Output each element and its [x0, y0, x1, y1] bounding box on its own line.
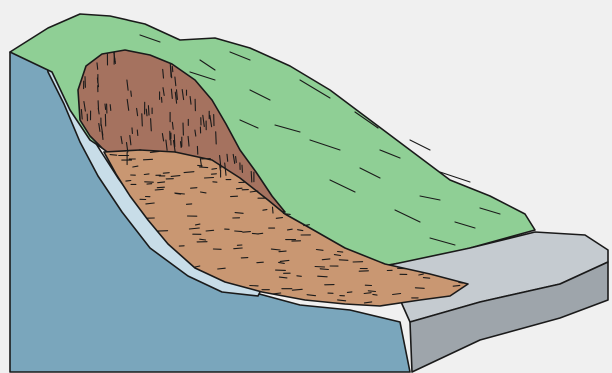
debris-dash	[318, 276, 327, 277]
scarp-hatch	[236, 157, 237, 163]
debris-dash	[459, 283, 463, 284]
debris-dash	[257, 262, 263, 263]
debris-dash	[423, 278, 429, 279]
scarp-hatch	[273, 207, 274, 213]
scarp-hatch	[142, 114, 143, 126]
scarp-hatch	[181, 142, 182, 148]
scarp-hatch	[151, 119, 152, 131]
debris-dash	[126, 181, 131, 182]
scarp-hatch	[174, 135, 175, 147]
debris-dash	[252, 233, 258, 234]
scarp-hatch	[105, 104, 106, 109]
scarp-hatch	[227, 154, 228, 161]
debris-dash	[415, 288, 424, 289]
debris-dash	[110, 155, 117, 156]
scarp-hatch	[148, 106, 149, 115]
grass-contour	[410, 140, 430, 150]
debris-dash	[276, 218, 282, 219]
debris-dash	[347, 292, 352, 293]
debris-dash	[373, 294, 377, 295]
debris-dash	[163, 173, 169, 174]
scarp-hatch	[97, 63, 98, 69]
debris-dash	[191, 188, 197, 189]
debris-dash	[320, 269, 328, 270]
debris-dash	[288, 229, 293, 230]
debris-dash	[243, 232, 251, 233]
scarp-hatch	[220, 165, 221, 170]
debris-dash	[237, 188, 243, 189]
debris-dash	[234, 248, 242, 249]
debris-dash	[157, 187, 164, 188]
debris-dash	[144, 159, 153, 160]
debris-dash	[155, 189, 163, 190]
debris-dash	[235, 213, 243, 214]
debris-dash	[200, 167, 208, 168]
scarp-hatch	[110, 105, 111, 111]
debris-dash	[368, 291, 375, 292]
scarp-hatch	[172, 66, 173, 71]
debris-dash	[263, 210, 267, 211]
scarp-hatch	[216, 132, 217, 144]
debris-dash	[205, 178, 214, 179]
debris-dash	[297, 276, 301, 277]
debris-dash	[279, 251, 286, 252]
debris-dash	[315, 267, 324, 268]
debris-dash	[235, 231, 242, 232]
debris-dash	[202, 159, 211, 160]
debris-dash	[206, 230, 214, 231]
debris-dash	[144, 174, 149, 175]
debris-dash	[339, 260, 348, 261]
scarp-hatch	[146, 109, 147, 116]
debris-dash	[338, 252, 343, 253]
scarp-hatch	[137, 130, 138, 135]
debris-dash	[212, 169, 217, 170]
scarp-hatch	[251, 172, 252, 183]
scarp-hatch	[131, 91, 132, 96]
debris-dash	[198, 165, 202, 166]
